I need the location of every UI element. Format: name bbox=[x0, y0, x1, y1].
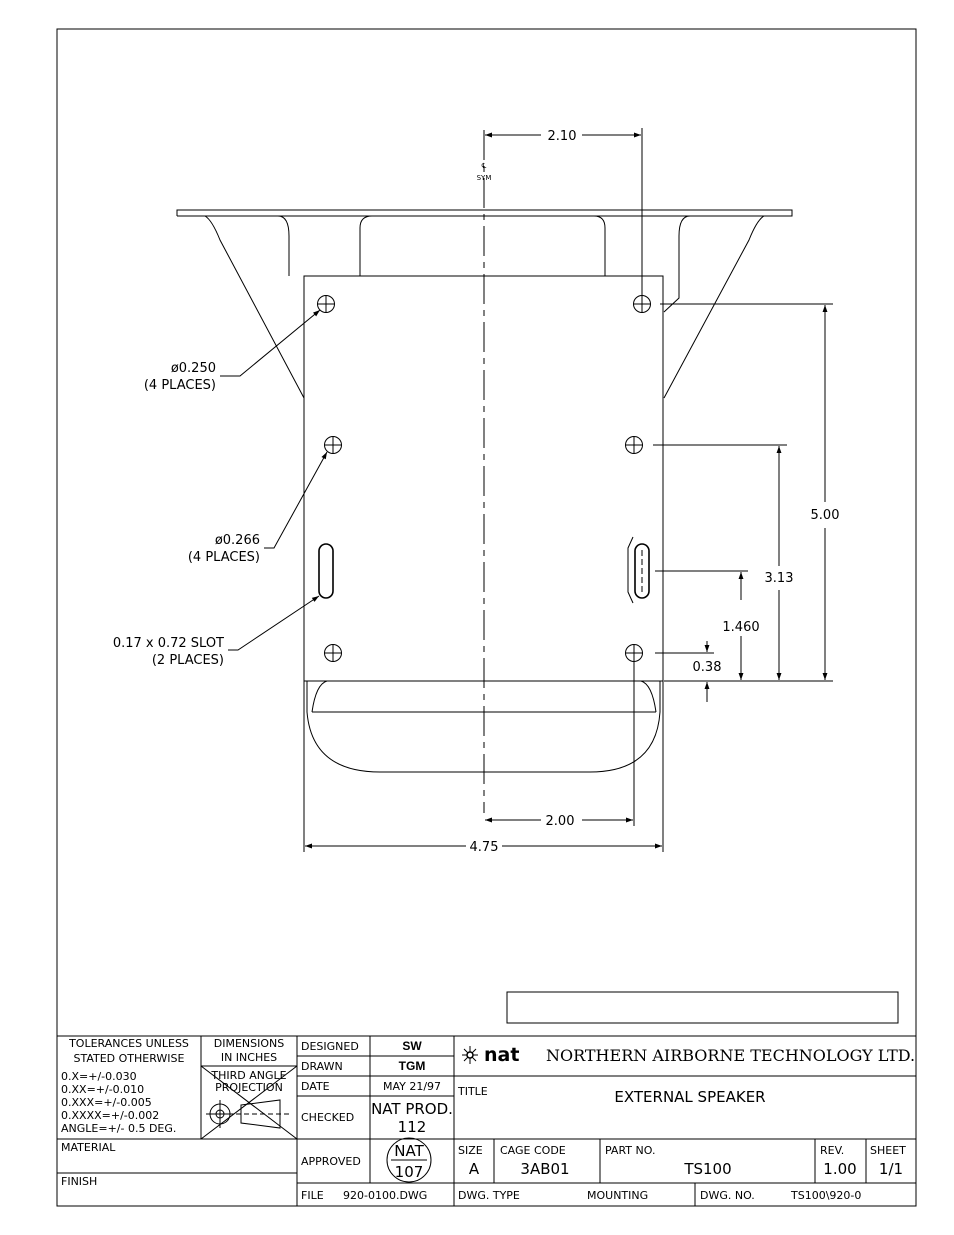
size-value: A bbox=[469, 1160, 480, 1178]
slot-left bbox=[318, 543, 334, 599]
stamp-line-2: 107 bbox=[395, 1163, 424, 1181]
date-label: DATE bbox=[301, 1080, 330, 1093]
company-name: NORTHERN AIRBORNE TECHNOLOGY LTD. bbox=[546, 1046, 915, 1065]
file-label: FILE bbox=[301, 1189, 324, 1202]
part-label: PART NO. bbox=[605, 1144, 655, 1157]
callout-hole-b-size: ø0.266 bbox=[215, 533, 260, 548]
dimension-lines bbox=[220, 128, 833, 852]
dim-offset-small: 0.38 bbox=[693, 660, 722, 675]
projection-1: THIRD ANGLE bbox=[210, 1069, 286, 1082]
revision-box bbox=[506, 991, 899, 1024]
drawing-title: EXTERNAL SPEAKER bbox=[614, 1088, 765, 1106]
dimensions-unit-2: IN INCHES bbox=[221, 1051, 277, 1064]
tolerance-x: 0.X=+/-0.030 bbox=[61, 1070, 137, 1083]
dim-height-total: 5.00 bbox=[811, 508, 840, 523]
stamp-line-1: NAT bbox=[394, 1142, 424, 1160]
slot-right bbox=[634, 543, 650, 599]
company-logo-text: nat bbox=[484, 1044, 519, 1066]
dwg-no-label: DWG. NO. bbox=[700, 1189, 755, 1202]
hole-ml bbox=[324, 436, 342, 454]
speaker-part bbox=[176, 130, 793, 813]
dim-top-width: 2.10 bbox=[548, 129, 577, 144]
hole-mr bbox=[625, 436, 643, 454]
hole-ul bbox=[317, 295, 335, 313]
finish-label: FINISH bbox=[61, 1175, 97, 1188]
centerline-symbol: ℄ bbox=[482, 162, 487, 170]
checked-value-2: 112 bbox=[398, 1118, 427, 1136]
title-block bbox=[57, 1035, 916, 1206]
callout-hole-a-qty: (4 PLACES) bbox=[144, 378, 216, 393]
hole-ur bbox=[633, 295, 651, 313]
tolerance-xx: 0.XX=+/-0.010 bbox=[61, 1083, 144, 1096]
designed-value: SW bbox=[402, 1039, 422, 1053]
tolerance-angle: ANGLE=+/- 0.5 DEG. bbox=[61, 1122, 176, 1135]
callout-hole-a-size: ø0.250 bbox=[171, 361, 216, 376]
tolerance-xxx: 0.XXX=+/-0.005 bbox=[61, 1096, 152, 1109]
designed-label: DESIGNED bbox=[301, 1040, 359, 1053]
dwg-no-value: TS100\920-0 bbox=[790, 1189, 861, 1202]
tolerances-title-2: STATED OTHERWISE bbox=[73, 1052, 184, 1065]
material-label: MATERIAL bbox=[61, 1141, 116, 1154]
date-value: MAY 21/97 bbox=[383, 1080, 441, 1093]
rev-label: REV. bbox=[820, 1144, 844, 1157]
checked-value-1: NAT PROD. bbox=[371, 1100, 453, 1118]
sheet-value: 1/1 bbox=[879, 1160, 903, 1178]
callout-slot-size: 0.17 x 0.72 SLOT bbox=[113, 636, 224, 651]
checked-label: CHECKED bbox=[301, 1111, 354, 1124]
tolerance-xxxx: 0.XXXX=+/-0.002 bbox=[61, 1109, 159, 1122]
horn-upper bbox=[359, 215, 606, 276]
part-value: TS100 bbox=[683, 1160, 731, 1178]
cage-value: 3AB01 bbox=[520, 1160, 569, 1178]
drawn-value: TGM bbox=[399, 1059, 426, 1073]
title-label: TITLE bbox=[457, 1085, 488, 1098]
left-gusset bbox=[204, 215, 305, 399]
size-label: SIZE bbox=[458, 1144, 483, 1157]
dimensions-unit-1: DIMENSIONS bbox=[214, 1037, 284, 1050]
dim-height-mid: 3.13 bbox=[765, 571, 794, 586]
approval-stamp bbox=[386, 1137, 432, 1183]
callout-slot-qty: (2 PLACES) bbox=[152, 653, 224, 668]
drawn-label: DRAWN bbox=[301, 1060, 343, 1073]
hole-ll bbox=[324, 644, 342, 662]
cage-label: CAGE CODE bbox=[500, 1144, 566, 1157]
sheet-label: SHEET bbox=[870, 1144, 906, 1157]
tolerances-title-1: TOLERANCES UNLESS bbox=[68, 1037, 189, 1050]
dim-slot-height: 1.460 bbox=[722, 620, 759, 635]
centerline-label: SYM bbox=[477, 174, 492, 182]
nat-logo-icon bbox=[462, 1046, 478, 1064]
dwg-type-label: DWG. TYPE bbox=[458, 1189, 520, 1202]
right-gusset bbox=[663, 215, 765, 399]
projection-2: PROJECTION bbox=[215, 1081, 283, 1094]
sheet-border bbox=[56, 28, 917, 1207]
dim-bottom-width: 2.00 bbox=[546, 814, 575, 829]
dim-overall-width: 4.75 bbox=[470, 840, 499, 855]
hole-lr bbox=[625, 644, 643, 662]
rev-value: 1.00 bbox=[823, 1160, 856, 1178]
callout-hole-b-qty: (4 PLACES) bbox=[188, 550, 260, 565]
horn-lower bbox=[306, 681, 661, 773]
approved-label: APPROVED bbox=[301, 1155, 361, 1168]
file-value: 920-0100.DWG bbox=[343, 1189, 427, 1202]
dwg-type-value: MOUNTING bbox=[587, 1189, 648, 1202]
